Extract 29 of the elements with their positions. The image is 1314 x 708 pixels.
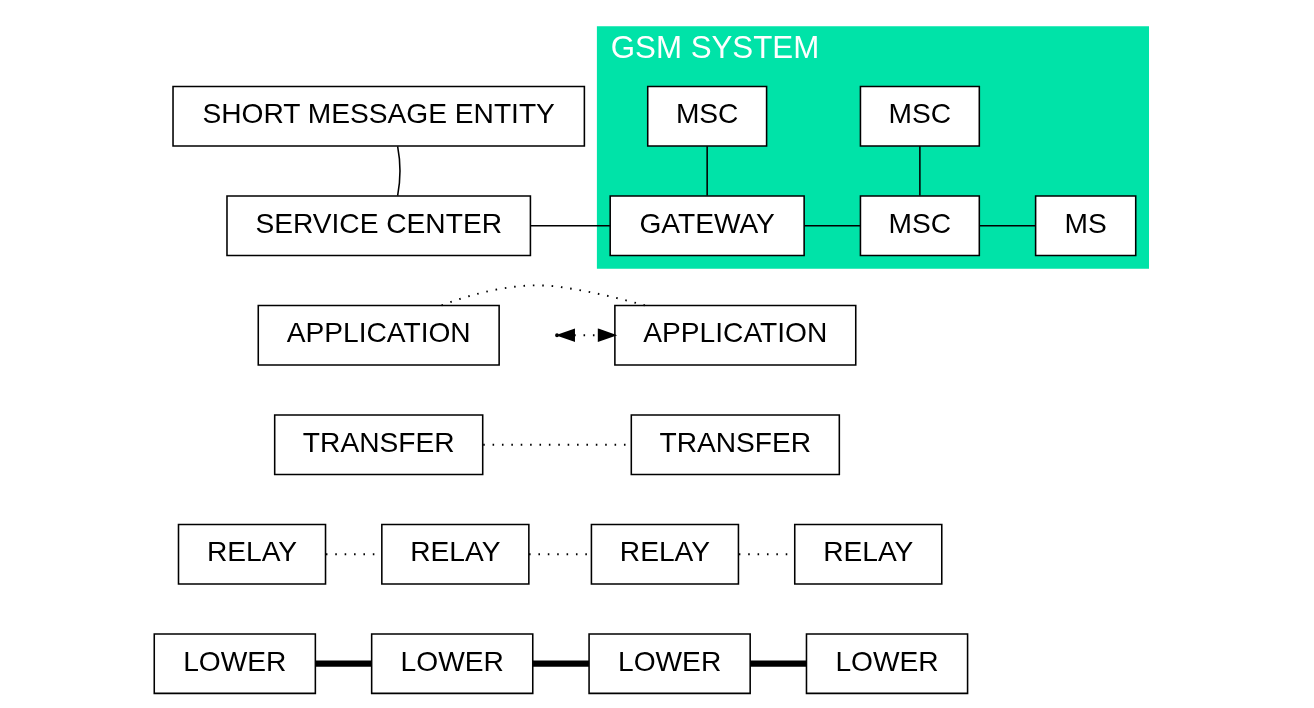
node-box: RELAY <box>590 523 739 585</box>
connector <box>918 145 921 197</box>
node-box: MSC <box>646 85 767 147</box>
node-box: MSC <box>859 195 980 257</box>
node-box: LOWER <box>153 633 316 695</box>
node-box: RELAY <box>380 523 530 585</box>
connector <box>705 145 708 197</box>
connector <box>440 284 646 307</box>
node-box: RELAY <box>793 523 943 585</box>
connector <box>532 660 589 667</box>
connector <box>749 660 806 667</box>
connector <box>396 145 401 197</box>
node-box: TRANSFER <box>630 414 840 476</box>
node-box: APPLICATION <box>257 304 500 366</box>
node-box: SERVICE CENTER <box>225 195 531 257</box>
connector <box>315 660 372 667</box>
node-box: MSC <box>859 85 980 147</box>
connector <box>803 224 861 227</box>
node-box: SHORT MESSAGE ENTITY <box>171 85 585 147</box>
node-box: LOWER <box>587 633 751 695</box>
node-box: LOWER <box>370 633 534 695</box>
node-box: RELAY <box>177 523 326 585</box>
node-box: TRANSFER <box>273 414 483 476</box>
node-box: APPLICATION <box>613 304 857 366</box>
connector <box>978 224 1036 227</box>
node-box: MS <box>1034 195 1136 257</box>
node-box: LOWER <box>805 633 968 695</box>
node-box: GATEWAY <box>608 195 805 257</box>
connector <box>529 224 611 227</box>
